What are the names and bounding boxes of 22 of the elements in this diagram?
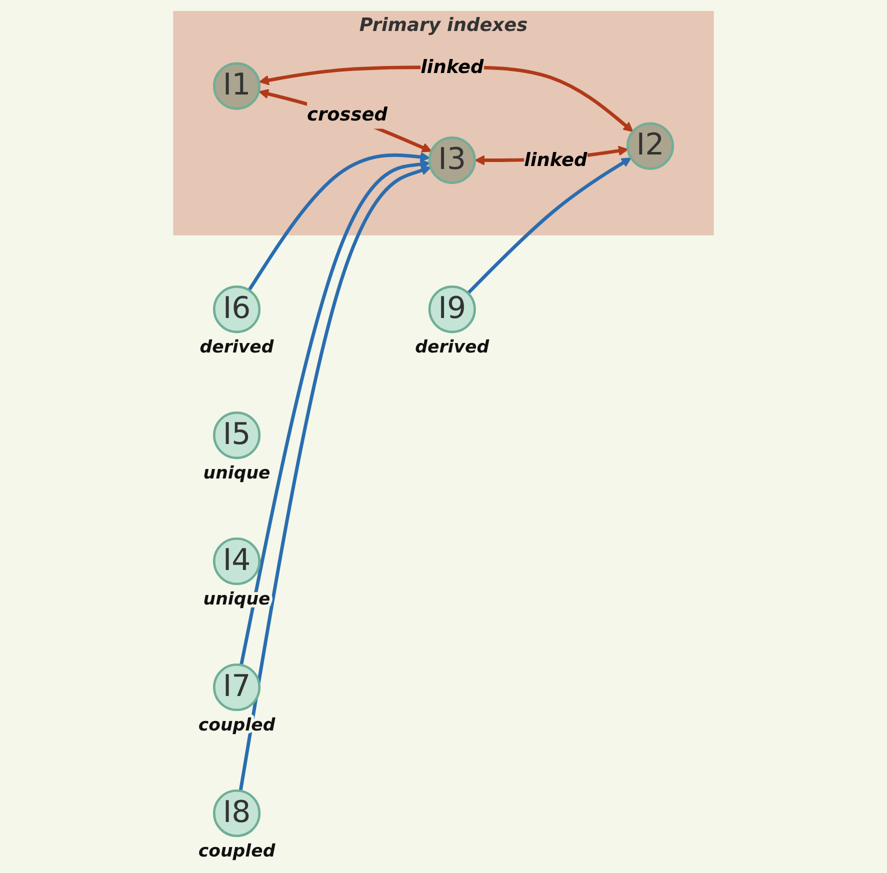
edge-label: linked <box>420 56 484 78</box>
node-circle: I6 <box>213 286 261 334</box>
arrow <box>238 165 432 792</box>
arrow <box>248 152 430 292</box>
node-caption: coupled <box>198 842 276 862</box>
arrow <box>240 159 430 666</box>
node-circle: I4 <box>213 538 261 586</box>
node-caption: derived <box>415 338 490 358</box>
node-caption: derived <box>200 338 274 358</box>
node-circle: I5 <box>213 412 261 460</box>
node-circle: I9 <box>428 286 476 334</box>
node-caption: unique <box>203 464 270 484</box>
node-circle: I2 <box>626 122 674 170</box>
node-circle: I3 <box>428 136 476 184</box>
edge-label: linked <box>524 148 588 171</box>
arrow <box>466 157 632 294</box>
arrow <box>259 66 634 132</box>
edge-label: crossed <box>307 103 388 126</box>
arrow <box>258 88 432 152</box>
node-circle: I1 <box>213 62 261 110</box>
node-circle: I8 <box>213 789 261 838</box>
node-circle: I7 <box>213 664 261 712</box>
